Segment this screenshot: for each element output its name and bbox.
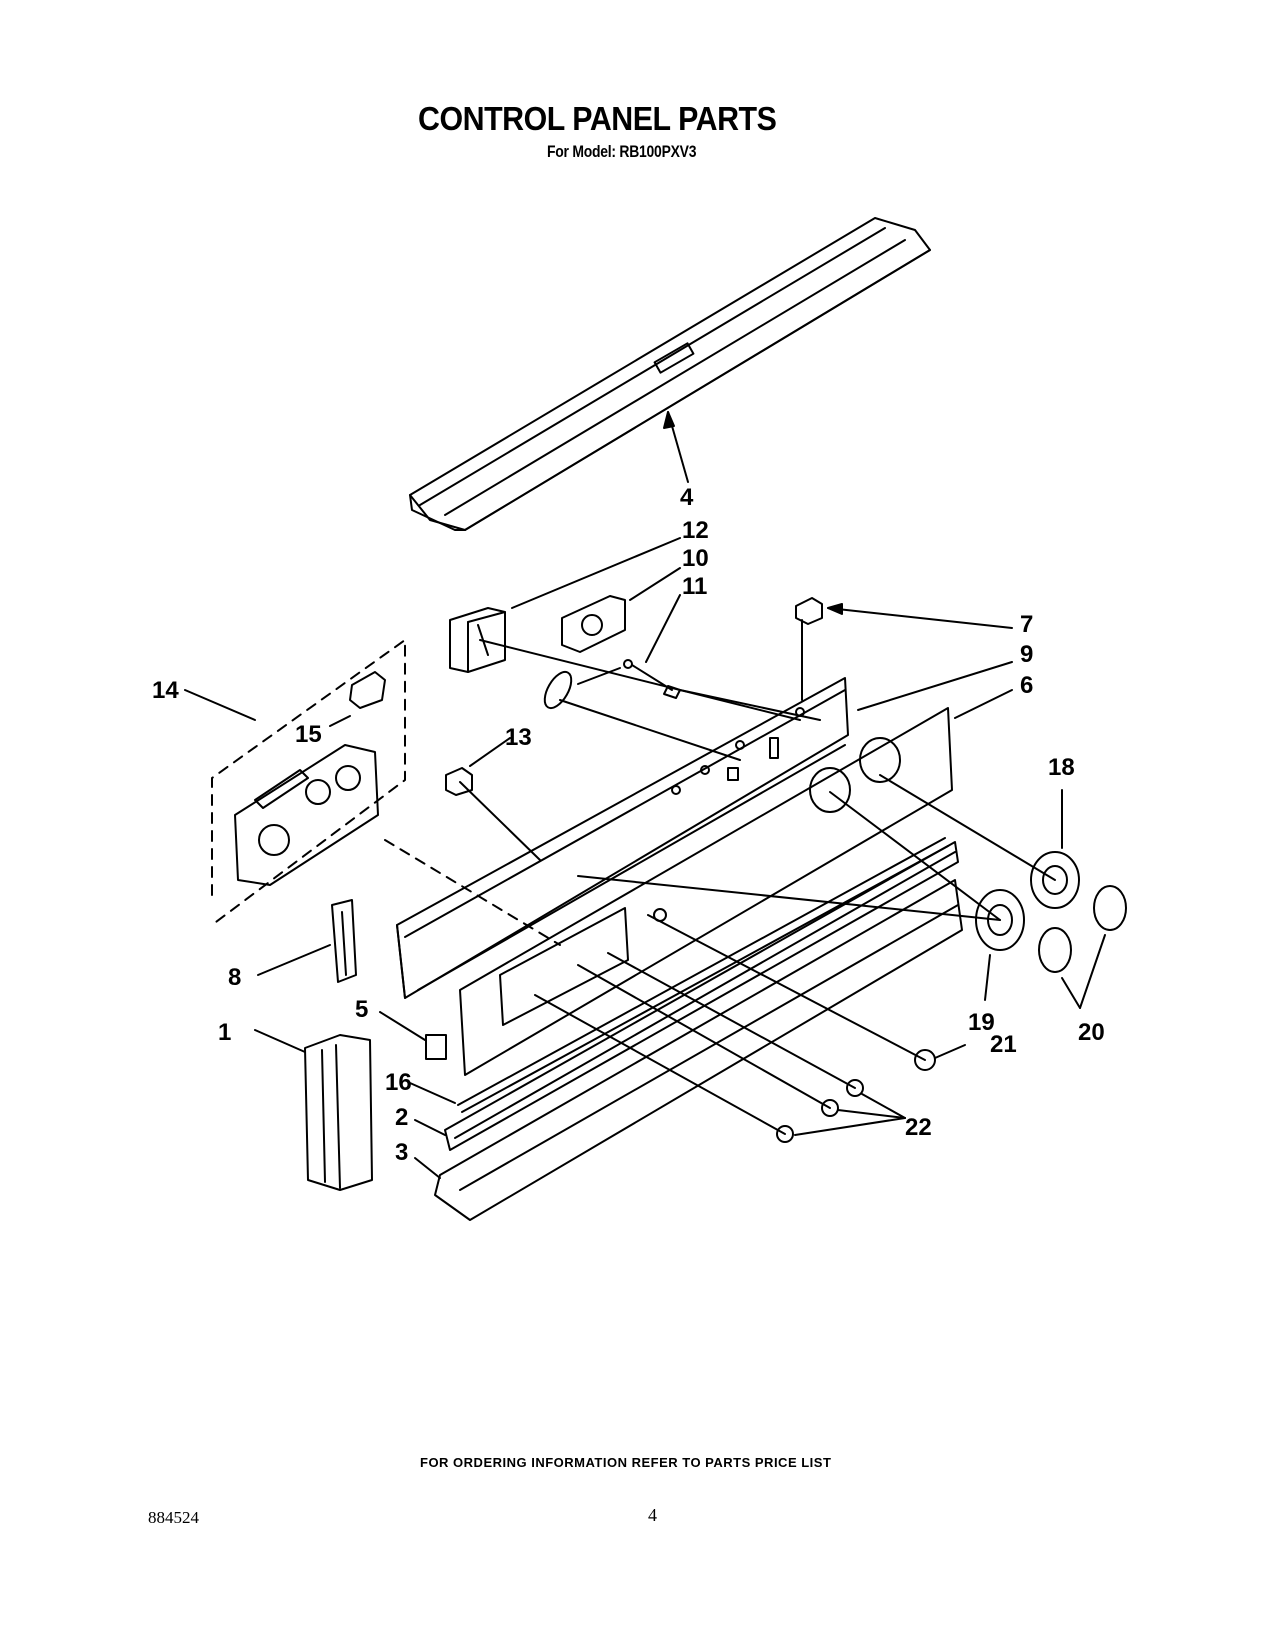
model-subtitle: For Model: RB100PXV3 <box>547 142 697 161</box>
callout-9: 9 <box>1020 641 1033 668</box>
leader-22b <box>837 1109 906 1119</box>
part-15-clock-button <box>349 671 386 709</box>
callout-8: 8 <box>228 964 241 991</box>
callout-15: 15 <box>295 721 322 748</box>
part-5-switch <box>425 1034 447 1060</box>
callout-6: 6 <box>1020 672 1033 699</box>
document-number: 884524 <box>148 1508 199 1527</box>
leader-5 <box>379 1011 426 1041</box>
part-6-back-panel <box>459 707 953 1076</box>
part-13-bracket <box>445 767 541 861</box>
part-9-bracket <box>396 677 849 999</box>
leader-11 <box>645 594 681 663</box>
leader-14 <box>184 689 256 721</box>
callout-11: 11 <box>682 573 707 600</box>
callout-16: 16 <box>385 1069 412 1096</box>
part-12-switch <box>449 607 506 673</box>
part-21-nut <box>914 1049 936 1071</box>
part-16-trim <box>457 837 949 1113</box>
part-14-timer <box>234 744 379 886</box>
leader-9 <box>857 661 1013 711</box>
part-8-bracket <box>331 899 357 983</box>
callout-3: 3 <box>395 1139 408 1166</box>
callout-10: 10 <box>682 545 709 572</box>
part-4-top-trim <box>409 217 931 531</box>
leader-21 <box>934 1044 966 1059</box>
leader-22a <box>861 1093 906 1119</box>
part-22-nuts <box>776 1079 864 1143</box>
part-1-end-cap <box>304 1034 373 1191</box>
callout-22: 22 <box>905 1114 932 1141</box>
leader-2 <box>414 1119 446 1136</box>
part-14-timer-box <box>211 639 406 926</box>
callout-13: 13 <box>505 724 532 751</box>
leader-20b <box>1061 977 1081 1009</box>
callout-1: 1 <box>218 1019 231 1046</box>
leader-10 <box>629 567 681 601</box>
leader-13 <box>469 737 511 767</box>
leader-15 <box>329 715 351 727</box>
callout-12: 12 <box>682 517 709 544</box>
leader-20a <box>1079 934 1106 1009</box>
leader-16 <box>409 1082 456 1104</box>
callout-18: 18 <box>1048 754 1075 781</box>
part-10-switch <box>543 595 626 710</box>
part-2-rail <box>444 841 959 1151</box>
callout-4: 4 <box>680 484 694 511</box>
leader-7 <box>827 607 1013 629</box>
leader-12 <box>511 537 681 609</box>
part-3-rail <box>434 879 963 1221</box>
leader-6 <box>954 689 1013 719</box>
part-18-knob-bezel <box>1030 851 1080 909</box>
part-7-clip <box>795 597 823 701</box>
leader-3 <box>414 1157 441 1179</box>
callout-19: 19 <box>968 1009 995 1036</box>
callout-14: 14 <box>152 677 179 704</box>
callout-7: 7 <box>1020 611 1033 638</box>
part-19-knob-bezel <box>975 889 1025 951</box>
callout-21: 21 <box>990 1031 1017 1058</box>
page-number: 4 <box>648 1505 657 1525</box>
leader-8 <box>257 944 331 976</box>
ordering-note: FOR ORDERING INFORMATION REFER TO PARTS … <box>420 1455 832 1470</box>
leader-1 <box>254 1029 306 1053</box>
callout-5: 5 <box>355 996 368 1023</box>
leader-22c <box>794 1117 906 1136</box>
leader-19 <box>984 954 991 1001</box>
callout-20: 20 <box>1078 1019 1105 1046</box>
part-20-knobs <box>1038 885 1127 973</box>
page-title: CONTROL PANEL PARTS <box>418 100 777 137</box>
callout-2: 2 <box>395 1104 408 1131</box>
